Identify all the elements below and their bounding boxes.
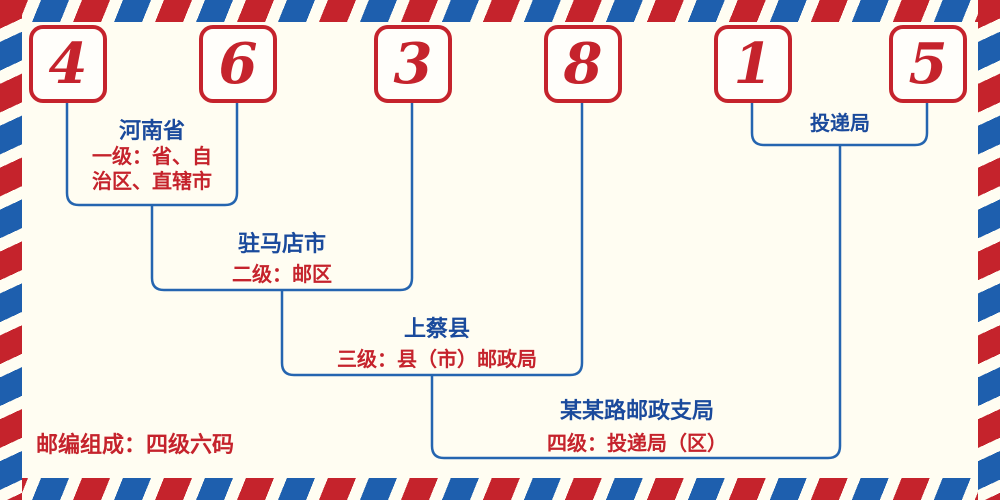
footer-note: 邮编组成：四级六码: [36, 432, 235, 457]
airmail-border-left: [0, 0, 22, 500]
digit-text: 8: [563, 31, 603, 97]
digit-text: 6: [218, 31, 258, 97]
postal-digit-6: 5: [889, 25, 967, 103]
postal-digit-4: 8: [544, 25, 622, 103]
airmail-border-bottom: [0, 478, 1000, 500]
digit-text: 5: [908, 31, 948, 97]
postal-digit-5: 1: [714, 25, 792, 103]
postal-digit-1: 4: [29, 25, 107, 103]
level4-region-name: 某某路邮政支局: [559, 398, 714, 423]
airmail-border-right: [978, 0, 1000, 500]
level1-description-line2: 治区、直辖市: [92, 171, 212, 193]
airmail-border-top: [0, 0, 1000, 22]
digit-text: 1: [733, 31, 773, 97]
level3-region-name: 上蔡县: [403, 316, 470, 341]
level1-description: 一级：省、自 治区、直辖市: [52, 145, 252, 195]
postal-digit-2: 6: [199, 25, 277, 103]
level1-region-name: 河南省: [118, 118, 185, 143]
digit-text: 4: [48, 31, 88, 97]
level3-description: 三级：县（市）邮政局: [337, 349, 537, 371]
level1-description-line1: 一级：省、自: [92, 146, 212, 168]
level2-region-name: 驻马店市: [237, 231, 326, 256]
level4-description: 四级：投递局（区）: [547, 433, 727, 455]
delivery-office-label: 投递局: [810, 113, 870, 135]
digit-text: 3: [393, 31, 433, 97]
postal-digit-3: 3: [374, 25, 452, 103]
level2-description: 二级：邮区: [232, 264, 332, 286]
